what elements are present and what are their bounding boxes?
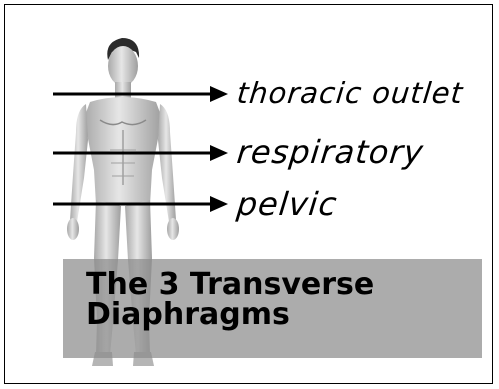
caption-line-2: Diaphragms <box>86 300 374 330</box>
arrow-right-icon <box>210 196 228 212</box>
label-thoracic-outlet: thoracic outlet <box>235 79 464 108</box>
label-pelvic: pelvic <box>235 188 339 220</box>
caption-line-1: The 3 Transverse <box>86 270 374 300</box>
arrow-pelvic <box>53 196 228 212</box>
arrow-respiratory <box>53 145 228 161</box>
arrow-right-icon <box>210 86 228 102</box>
caption-title: The 3 Transverse Diaphragms <box>86 270 374 330</box>
label-respiratory: respiratory <box>235 136 425 168</box>
arrow-thoracic <box>53 86 228 102</box>
arrow-right-icon <box>210 145 228 161</box>
